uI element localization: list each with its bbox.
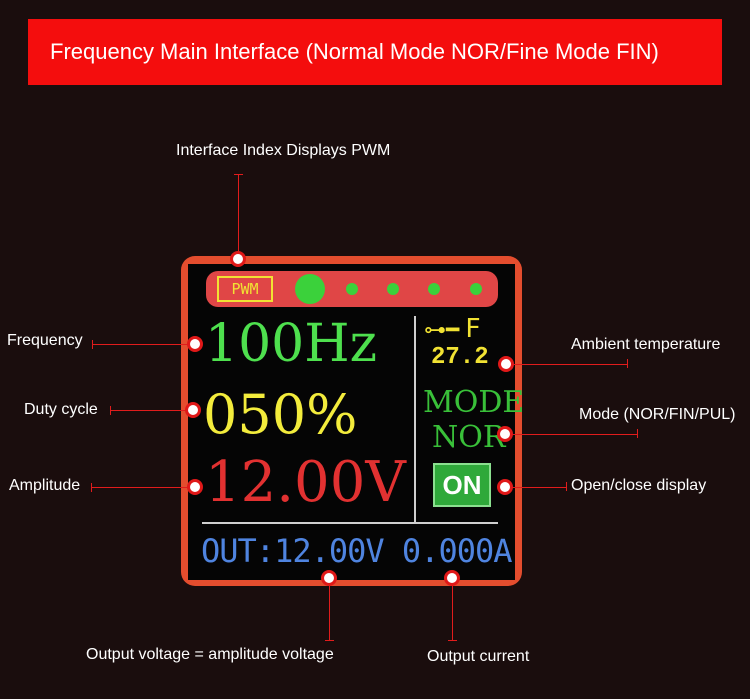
callout-tick bbox=[566, 482, 567, 491]
callout-dot bbox=[321, 570, 337, 586]
callout-dot bbox=[230, 251, 246, 267]
amplitude-value: 12.00V bbox=[205, 450, 406, 515]
temperature-value: 27.2 bbox=[431, 344, 489, 371]
callout-dot bbox=[497, 426, 513, 442]
thermometer-icon: ⊶━ bbox=[424, 318, 460, 343]
lcd-screen bbox=[188, 264, 515, 580]
callout-duty-cycle: Duty cycle bbox=[24, 401, 98, 418]
page-indicator-dot bbox=[470, 283, 482, 295]
banner-title: Frequency Main Interface (Normal Mode NO… bbox=[50, 39, 659, 64]
screen-divider-vertical bbox=[414, 316, 416, 522]
duty-cycle-value: 050% bbox=[203, 383, 358, 446]
callout-line bbox=[92, 344, 192, 345]
callout-tick bbox=[325, 640, 334, 641]
callout-output-current: Output current bbox=[427, 648, 530, 665]
mode-label: MODE bbox=[423, 385, 525, 420]
temperature-unit: F bbox=[465, 314, 481, 344]
callout-line bbox=[329, 579, 330, 641]
callout-interface-index: Interface Index Displays PWM bbox=[176, 142, 391, 159]
callout-line bbox=[238, 174, 239, 258]
callout-frequency: Frequency bbox=[7, 332, 83, 349]
output-toggle-button[interactable]: ON bbox=[433, 463, 491, 507]
callout-line bbox=[91, 487, 192, 488]
page-indicator-dot bbox=[346, 283, 358, 295]
page-indicator-dot bbox=[428, 283, 440, 295]
page-indicator-dot bbox=[387, 283, 399, 295]
callout-dot bbox=[187, 336, 203, 352]
callout-line bbox=[505, 434, 638, 435]
callout-line bbox=[505, 487, 567, 488]
header-banner: Frequency Main Interface (Normal Mode NO… bbox=[28, 19, 722, 85]
callout-mode: Mode (NOR/FIN/PUL) bbox=[579, 406, 736, 423]
callout-output-voltage: Output voltage = amplitude voltage bbox=[86, 646, 334, 663]
callout-ambient-temperature: Ambient temperature bbox=[571, 336, 721, 353]
pwm-index-label: PWM bbox=[217, 276, 273, 302]
callout-tick bbox=[627, 359, 628, 368]
callout-dot bbox=[498, 356, 514, 372]
page-indicator-active bbox=[295, 274, 325, 304]
callout-amplitude: Amplitude bbox=[9, 477, 81, 494]
callout-tick bbox=[637, 429, 638, 438]
callout-dot bbox=[187, 479, 203, 495]
output-readout: OUT:12.00V 0.000A bbox=[201, 532, 513, 570]
callout-line bbox=[110, 410, 190, 411]
mode-value: NOR bbox=[432, 420, 506, 455]
callout-line bbox=[506, 364, 628, 365]
screen-divider-horizontal bbox=[202, 522, 498, 524]
frequency-value: 100Hz bbox=[205, 314, 377, 374]
callout-dot bbox=[444, 570, 460, 586]
callout-tick bbox=[448, 640, 457, 641]
callout-dot bbox=[185, 402, 201, 418]
callout-line bbox=[452, 579, 453, 641]
callout-open-close: Open/close display bbox=[571, 477, 707, 494]
callout-dot bbox=[497, 479, 513, 495]
